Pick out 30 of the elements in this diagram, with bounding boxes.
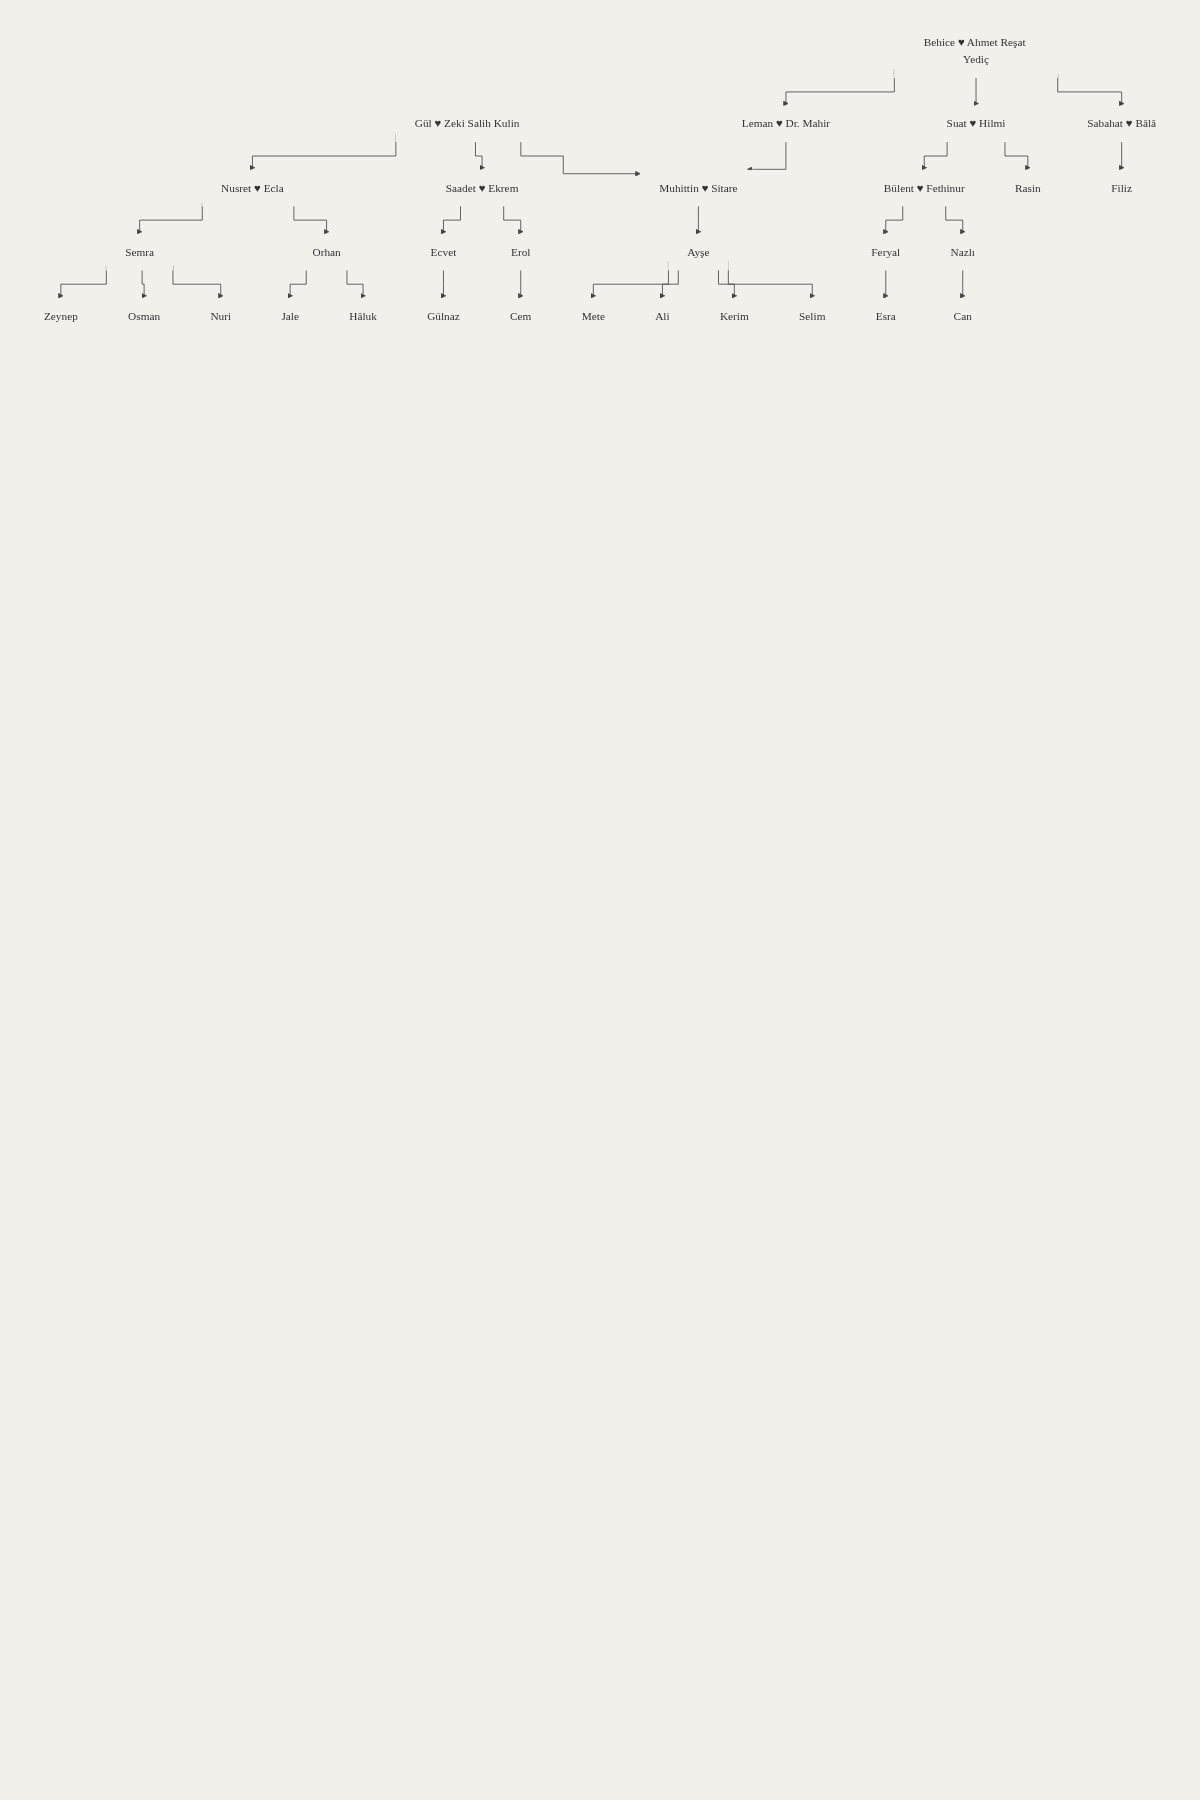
node-text: Kerim [719, 309, 749, 323]
node-text: Selim [799, 309, 826, 323]
node-text: Ecvet [430, 245, 457, 259]
node-text: Feryal [871, 245, 901, 259]
node-text: Bülent ♥ Fethinur [883, 181, 965, 195]
node-text: Cem [510, 309, 532, 323]
node-text: Jale [281, 309, 299, 323]
node-text: Filiz [1111, 181, 1133, 195]
node-text: Can [953, 309, 972, 323]
node-text: Mete [581, 309, 605, 323]
node-text: Nazlı [950, 245, 975, 259]
node-text: Gülnaz [427, 309, 460, 323]
node-text: Esra [875, 309, 896, 323]
node-text: Rasin [1014, 181, 1041, 195]
node-text: Ali [655, 309, 670, 323]
node-text: Orhan [312, 245, 341, 259]
node-text: Muhittin ♥ Sitare [659, 181, 738, 195]
node-text: Semra [125, 245, 155, 259]
node-text: Suat ♥ Hilmi [946, 117, 1006, 130]
node-text: Erol [511, 245, 531, 259]
node-text: Saadet ♥ Ekrem [445, 181, 519, 195]
node-text: Nuri [210, 309, 232, 323]
node-text: Gül ♥ Zeki Salih Kulin [414, 117, 520, 130]
node-text: Leman ♥ Dr. Mahir [741, 117, 831, 130]
node-text: Zeynep [43, 309, 78, 323]
node-text: Nusret ♥ Ecla [221, 181, 284, 195]
node-text: Sabahat ♥ Bâlâ [1087, 117, 1157, 130]
node-text: Behice ♥ Ahmet Reşat Yediç [923, 36, 1026, 66]
node-text: Osman [128, 309, 161, 323]
node-text: Hâluk [349, 309, 377, 323]
